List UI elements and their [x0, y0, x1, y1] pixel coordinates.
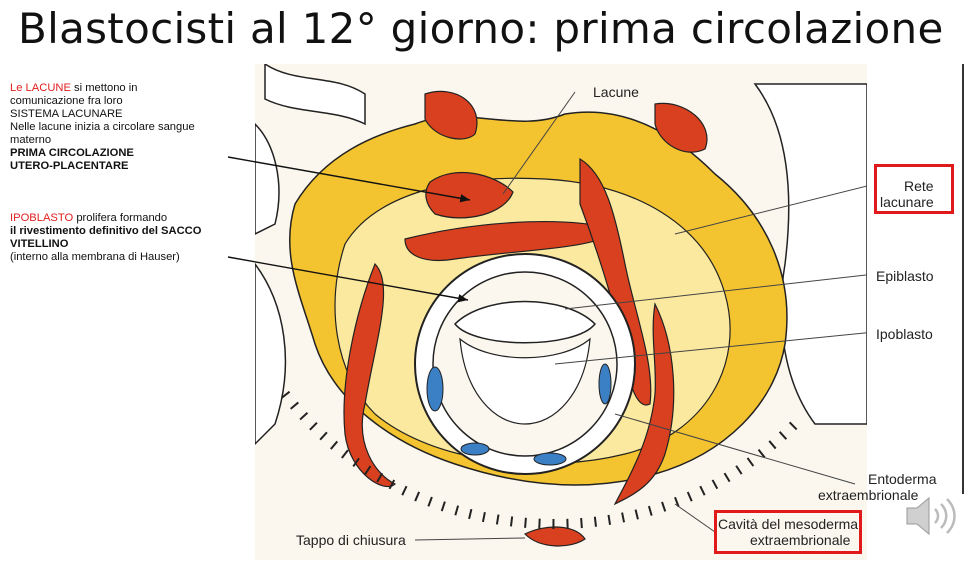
- hypoblast-yolk-sac: [459, 337, 591, 425]
- label-cavita-2: extraembrionale: [750, 532, 851, 548]
- extraembryonic-cavities: [426, 363, 612, 466]
- label-rete: Rete: [904, 178, 934, 194]
- highlight-cavita: [714, 510, 862, 554]
- notes1-line5: materno: [10, 134, 52, 146]
- label-ipoblasto: Ipoblasto: [876, 326, 933, 342]
- label-entoderma: Entoderma: [868, 471, 937, 487]
- label-lacunare: lacunare: [880, 194, 934, 210]
- label-extraembrionale: extraembrionale: [818, 487, 919, 503]
- arrow-ipoblasto: [227, 256, 469, 303]
- notes2-line1: prolifera formando: [73, 212, 168, 224]
- blastocyst-illustration: [254, 62, 876, 547]
- label-lines: [414, 91, 876, 541]
- epiblast: [453, 300, 597, 344]
- notes2-line4: (interno alla membrana di Hauser): [10, 251, 180, 263]
- highlight-rete-lacunare: [874, 164, 954, 214]
- right-margin-border: [955, 64, 969, 494]
- notes2-line2: il rivestimento definitivo del SACCO: [10, 225, 202, 237]
- notes-ipoblasto: IPOBLASTO prolifera formando il rivestim…: [10, 212, 242, 264]
- notes1-line7: UTERO-PLACENTARE: [10, 160, 129, 172]
- slide-title: Blastocisti al 12° giorno: prima circola…: [18, 4, 944, 53]
- notes2-line3: VITELLINO: [10, 238, 69, 250]
- label-cavita: Cavità del mesoderma: [718, 516, 859, 532]
- ipoblasto-term: IPOBLASTO: [10, 212, 74, 224]
- blastocyst-figure: [254, 62, 876, 560]
- label-lacune: Lacune: [593, 84, 639, 100]
- arrow-lacune: [227, 156, 471, 203]
- label-epiblasto: Epiblasto: [876, 268, 934, 284]
- notes-lacune: Le LACUNE si mettono in comunicazione fr…: [10, 82, 242, 173]
- label-tappo: Tappo di chiusura: [296, 532, 406, 548]
- notes1-line6: PRIMA CIRCOLAZIONE: [10, 147, 134, 159]
- notes1-line3: SISTEMA LACUNARE: [10, 108, 123, 120]
- notes1-line1: si mettono in: [70, 82, 138, 94]
- lacune-term: Le LACUNE: [10, 82, 71, 94]
- endometrium-epithelium: [254, 62, 868, 446]
- notes1-line2: comunicazione fra loro: [10, 95, 123, 107]
- speaker-icon[interactable]: [903, 492, 963, 540]
- notes1-line4: Nelle lacune inizia a circolare sangue: [10, 121, 195, 133]
- cell-chain: [281, 390, 799, 530]
